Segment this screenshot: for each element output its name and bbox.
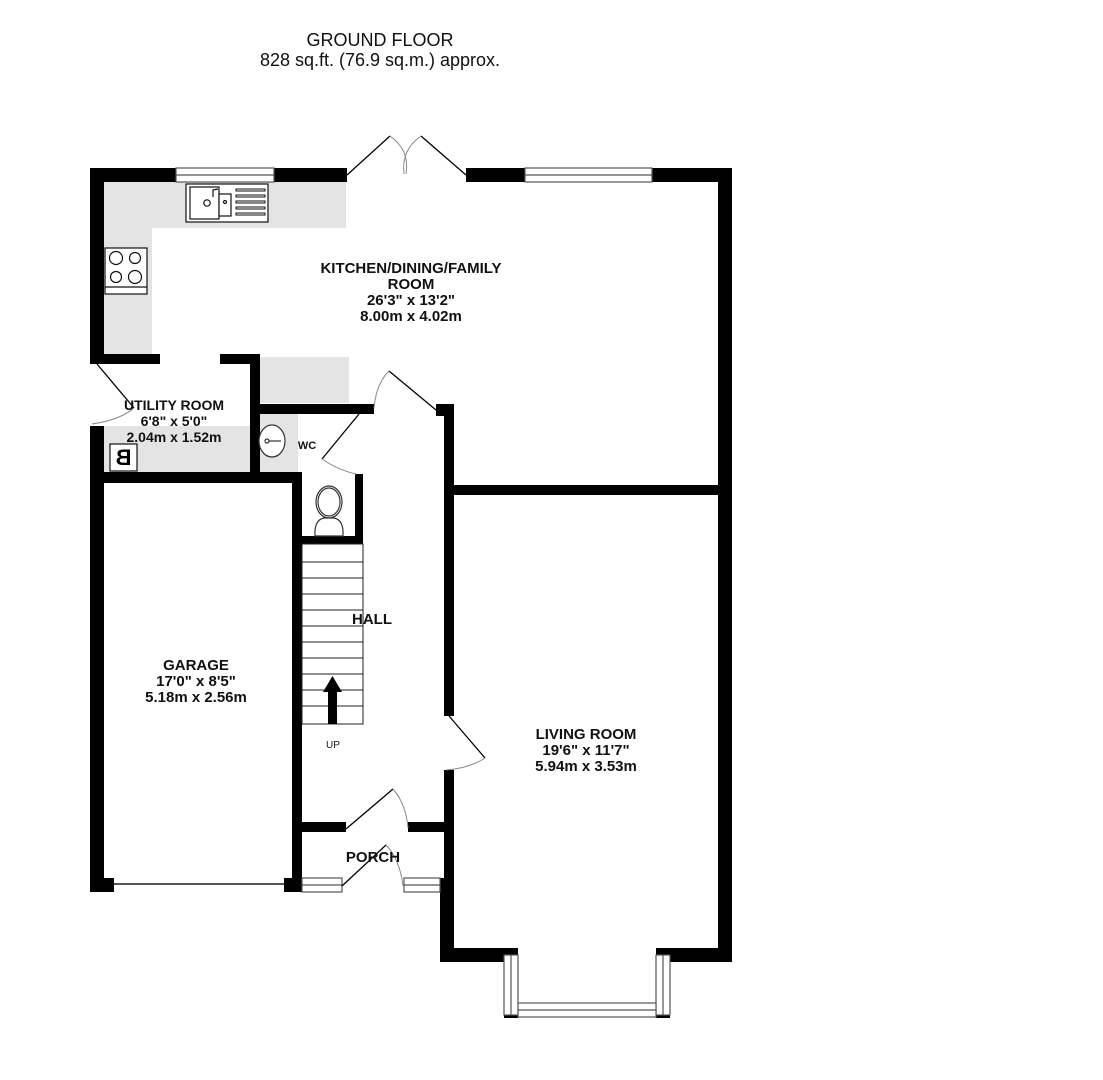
room-imperial: 6'8" x 5'0"	[140, 413, 208, 429]
room-name: KITCHEN/DINING/FAMILY	[320, 260, 502, 277]
room-label-living: LIVING ROOM 19'6" x 11'7" 5.94m x 3.53m	[535, 727, 637, 775]
room-metric: 5.18m x 2.56m	[145, 689, 247, 706]
room-imperial: 26'3" x 13'2"	[366, 292, 456, 309]
stairs-up-arrow-icon	[323, 676, 342, 724]
room-name-cont: ROOM	[387, 276, 435, 293]
room-label-wc: WC	[297, 440, 317, 452]
sink-icon	[185, 183, 269, 223]
room-label-utility: UTILITY ROOM 6'8" x 5'0" 2.04m x 1.52m	[124, 397, 224, 445]
room-imperial: 17'0" x 8'5"	[156, 673, 236, 690]
hob-icon	[104, 247, 148, 295]
boiler-icon	[109, 443, 138, 472]
room-name: UTILITY ROOM	[123, 397, 225, 413]
room-metric: 5.94m x 3.53m	[535, 758, 637, 775]
stairs-up-label: UP	[326, 740, 340, 751]
basin-icon	[258, 424, 286, 458]
windows	[175, 167, 671, 1018]
room-metric: 8.00m x 4.02m	[360, 308, 462, 325]
room-name: GARAGE	[163, 657, 229, 674]
room-label-kitchen: KITCHEN/DINING/FAMILY ROOM 26'3" x 13'2"…	[320, 261, 501, 325]
doors	[91, 135, 486, 887]
room-label-garage: GARAGE 17'0" x 8'5" 5.18m x 2.56m	[145, 658, 247, 706]
room-name: LIVING ROOM	[535, 726, 637, 743]
toilet-icon	[314, 485, 344, 537]
floor-title: GROUND FLOOR	[306, 30, 454, 50]
room-imperial: 19'6" x 11'7"	[542, 742, 630, 759]
boiler-label: B	[115, 445, 132, 470]
walls	[90, 168, 732, 1018]
room-label-porch: PORCH	[345, 849, 401, 866]
room-metric: 2.04m x 1.52m	[126, 429, 222, 445]
room-label-hall: HALL	[352, 611, 392, 628]
floor-area: 828 sq.ft. (76.9 sq.m.) approx.	[259, 50, 501, 70]
